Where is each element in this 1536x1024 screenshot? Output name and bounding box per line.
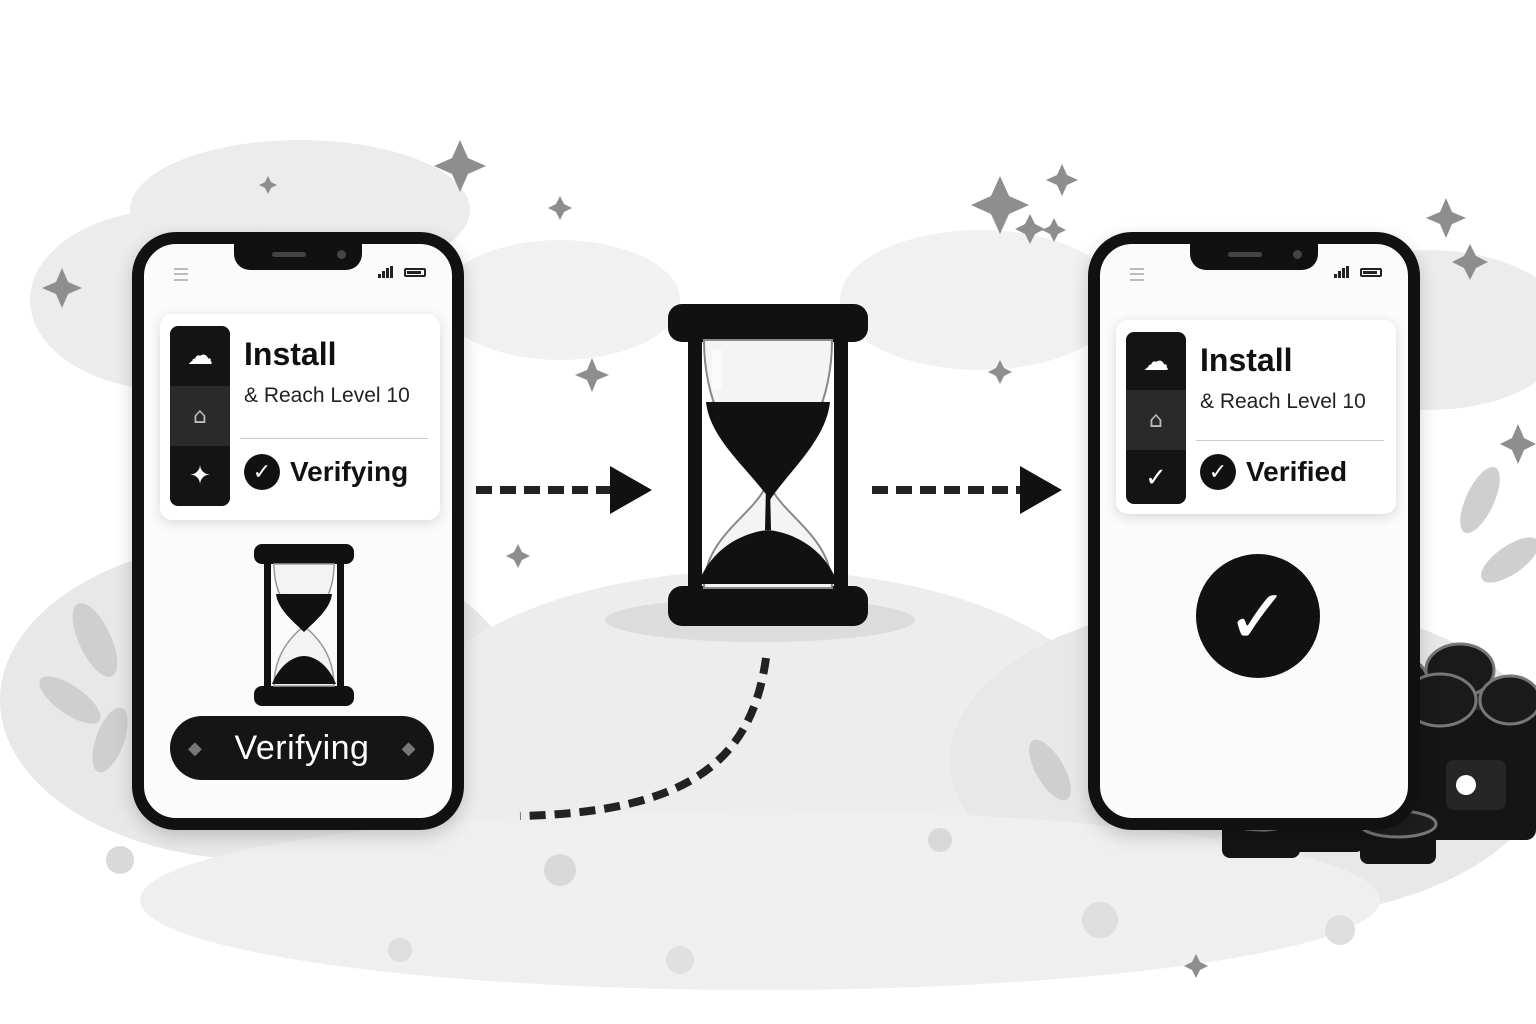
hourglass-icon xyxy=(254,544,354,706)
right-leaf-decor xyxy=(1029,466,1536,801)
house-icon: ⌂ xyxy=(1126,390,1186,450)
sparkle-icon xyxy=(575,358,609,392)
phone-verified: ☁ ⌂ ✓ Install & Reach Level 10 ✓ Verifie… xyxy=(1088,232,1420,830)
task-icon-column: ☁ ⌂ ✦ xyxy=(170,326,230,506)
sparkle-icon xyxy=(434,140,486,192)
sparkle-icon xyxy=(42,268,82,308)
arrow-to-verified xyxy=(872,466,1062,514)
sparkle-icon xyxy=(1452,244,1488,280)
task-card[interactable]: ☁ ⌂ ✦ Install & Reach Level 10 ✓ Verifyi… xyxy=(160,314,440,520)
left-leaf-decor xyxy=(39,603,128,773)
arrow-head-icon xyxy=(1020,466,1062,514)
menu-icon[interactable] xyxy=(174,268,188,281)
chef-hat-icon: ☁ xyxy=(187,341,213,371)
sparkles xyxy=(42,140,1536,978)
sparkle-icon xyxy=(988,360,1012,384)
menu-icon[interactable] xyxy=(1130,268,1144,281)
battery-icon xyxy=(404,268,426,277)
sparkle-icon xyxy=(259,176,277,194)
coin-icon xyxy=(1478,674,1536,726)
arrow-head-icon xyxy=(610,466,652,514)
arrow-to-hourglass xyxy=(476,466,652,514)
phone-verifying: ☁ ⌂ ✦ Install & Reach Level 10 ✓ Verifyi… xyxy=(132,232,464,830)
sparkle-icon xyxy=(1500,424,1536,464)
task-subtitle: & Reach Level 10 xyxy=(244,384,410,407)
sparkle-icon xyxy=(548,196,572,220)
divider xyxy=(240,438,428,439)
signal-icon xyxy=(1334,266,1350,278)
sparkle-icon: ✦ xyxy=(189,461,211,491)
phone-notch xyxy=(1190,242,1318,270)
sparkle-icon xyxy=(1042,218,1066,242)
sparkle-icon: ◆ xyxy=(401,738,416,758)
task-subtitle: & Reach Level 10 xyxy=(1200,390,1366,413)
hourglass-icon xyxy=(668,304,868,626)
sparkle-icon xyxy=(971,176,1029,234)
divider xyxy=(1196,440,1384,441)
sparkle-icon: ◆ xyxy=(188,738,203,758)
task-title: Install xyxy=(244,336,337,372)
status-row: ✓ Verifying xyxy=(244,454,408,490)
signal-icon xyxy=(378,266,394,278)
task-card[interactable]: ☁ ⌂ ✓ Install & Reach Level 10 ✓ Verifie… xyxy=(1116,320,1396,514)
phone-notch xyxy=(234,242,362,270)
house-icon: ⌂ xyxy=(170,386,230,446)
success-check-icon: ✓ xyxy=(1196,554,1320,678)
check-circle-icon: ✓ xyxy=(1200,454,1236,490)
verifying-button[interactable]: ◆ Verifying ◆ xyxy=(170,716,434,780)
sparkle-icon xyxy=(1015,214,1045,244)
curved-dashed-connector xyxy=(519,657,770,820)
chef-hat-icon: ☁ xyxy=(1143,347,1169,377)
sparkle-icon xyxy=(1426,198,1466,238)
check-circle-icon: ✓ xyxy=(244,454,280,490)
sparkle-icon xyxy=(1046,164,1078,196)
status-text: Verified xyxy=(1246,456,1348,487)
task-title: Install xyxy=(1200,342,1293,378)
sparkle-icon xyxy=(506,544,530,568)
sparkle-icon xyxy=(1184,954,1208,978)
task-icon-column: ☁ ⌂ ✓ xyxy=(1126,332,1186,504)
battery-icon xyxy=(1360,268,1382,277)
status-text: Verifying xyxy=(290,456,409,487)
checkmark-icon: ✓ xyxy=(1145,463,1167,493)
verifying-button-label: Verifying xyxy=(234,728,370,767)
status-row: ✓ Verified xyxy=(1200,454,1347,490)
